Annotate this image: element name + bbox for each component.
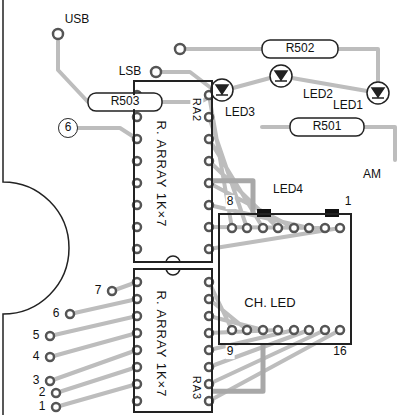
signal-label: AM	[362, 168, 382, 182]
pin-number: 1	[344, 195, 353, 209]
diode-mark	[275, 71, 287, 81]
pin-number: 8	[226, 195, 235, 209]
led-symbol	[367, 82, 389, 104]
led-symbol	[211, 79, 233, 101]
part-name: RA3	[191, 375, 204, 401]
wire-number: 4	[32, 350, 41, 364]
trace-connector	[213, 345, 263, 391]
display-pads	[228, 224, 344, 334]
callout-circle: 6	[58, 118, 78, 138]
part-name: R501	[312, 120, 343, 134]
trace-connector	[213, 181, 253, 213]
pin-number: 9	[226, 345, 235, 359]
node-text: 6	[65, 121, 72, 135]
copper-trace	[78, 128, 137, 139]
chip-pads	[133, 278, 213, 405]
part-name: LED3	[224, 106, 256, 120]
signal-label: LSB	[118, 65, 143, 79]
resistor-symbol	[290, 118, 364, 136]
led-body	[211, 79, 233, 101]
part-name: R502	[285, 42, 316, 56]
part-name: LED1	[332, 99, 364, 113]
part-name: CH. LED	[243, 296, 296, 311]
signal-label: USB	[64, 13, 91, 27]
wire-number: 5	[32, 329, 41, 343]
resistor-symbol	[262, 40, 338, 58]
part-name: RA2	[191, 97, 204, 123]
part-name: LED2	[302, 88, 334, 102]
led-body	[270, 65, 292, 87]
diode-mark	[216, 85, 228, 95]
copper-traces	[50, 34, 395, 407]
wire-pads	[46, 29, 185, 411]
wire-number: 6	[52, 307, 61, 321]
chip-pads	[133, 91, 213, 253]
led-symbol	[270, 65, 292, 87]
led-display: CH. LED	[218, 213, 352, 345]
wire-number: 1	[38, 400, 47, 414]
diode-mark	[372, 88, 384, 98]
wire-number: 2	[38, 386, 47, 400]
resistor-array: R. ARRAY 1K×7 RA2	[133, 80, 213, 263]
wire-number: 7	[94, 284, 103, 298]
resistor-symbol	[88, 93, 162, 111]
solder-pads	[46, 29, 344, 411]
part-name: R503	[110, 95, 141, 109]
chip-notch	[166, 256, 180, 275]
part-name: LED4	[272, 183, 304, 197]
pin-number: 16	[332, 345, 347, 359]
part-value: R. ARRAY 1K×7	[154, 290, 169, 399]
copper-trace	[58, 34, 395, 160]
led-body	[367, 82, 389, 104]
part-value: R. ARRAY 1K×7	[154, 120, 169, 229]
resistor-array: R. ARRAY 1K×7RA3	[133, 268, 213, 413]
resistors	[88, 40, 364, 136]
copper-trace	[50, 282, 137, 407]
copper-trace	[209, 282, 340, 401]
